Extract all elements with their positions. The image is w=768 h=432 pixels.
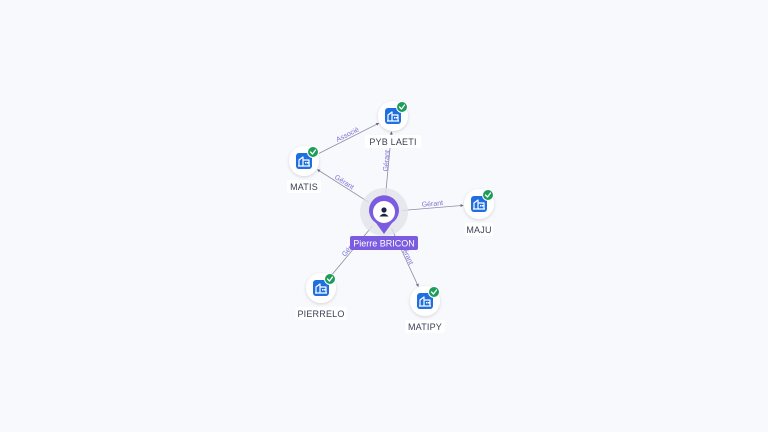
edge-center-maju: Gérant bbox=[401, 200, 464, 211]
person-icon bbox=[379, 207, 389, 217]
person-label: Pierre BRICON bbox=[353, 239, 415, 249]
company-node-matipy[interactable]: MATIPY bbox=[405, 286, 445, 333]
company-node-pyb[interactable]: PYB LAETI bbox=[364, 101, 422, 148]
building-icon bbox=[385, 108, 401, 124]
building-icon bbox=[471, 196, 487, 212]
edge-line bbox=[401, 203, 464, 211]
verified-check-icon bbox=[482, 189, 494, 201]
verified-check-icon bbox=[428, 286, 440, 298]
company-node-maju[interactable]: MAJU bbox=[464, 189, 494, 236]
verified-check-icon bbox=[324, 273, 336, 285]
edge-label: Associé bbox=[335, 126, 360, 143]
edge-line bbox=[330, 225, 373, 277]
verified-check-icon bbox=[396, 101, 408, 113]
edge-line bbox=[318, 122, 380, 155]
edge-center-matis: Gérant bbox=[317, 169, 370, 203]
company-label-bg bbox=[295, 307, 347, 320]
edge-label: Gérant bbox=[421, 200, 443, 209]
building-icon bbox=[417, 293, 433, 309]
company-label-bg bbox=[464, 223, 494, 236]
company-node-pierrelo[interactable]: PIERRELO bbox=[295, 273, 347, 320]
company-label-bg bbox=[364, 135, 422, 148]
building-icon bbox=[313, 280, 329, 296]
building-icon bbox=[296, 153, 312, 169]
person-label-bg bbox=[350, 236, 418, 250]
verified-check-icon bbox=[307, 146, 319, 158]
edge-line bbox=[317, 169, 370, 203]
company-label-bg bbox=[405, 320, 445, 333]
company-label: PYB LAETI bbox=[369, 137, 416, 147]
company-label: PIERRELO bbox=[297, 309, 344, 319]
company-node-matis[interactable]: MATIS bbox=[287, 146, 321, 193]
company-label: MATIS bbox=[290, 182, 318, 192]
edge-label: Gérant bbox=[333, 174, 355, 191]
company-label: MATIPY bbox=[408, 322, 442, 332]
edge-label: Gérant bbox=[383, 150, 392, 172]
company-label: MAJU bbox=[466, 225, 491, 235]
person-node[interactable]: Pierre BRICON bbox=[350, 188, 418, 250]
edge-center-pierrelo: Gérant bbox=[330, 225, 373, 277]
company-label-bg bbox=[287, 180, 321, 193]
